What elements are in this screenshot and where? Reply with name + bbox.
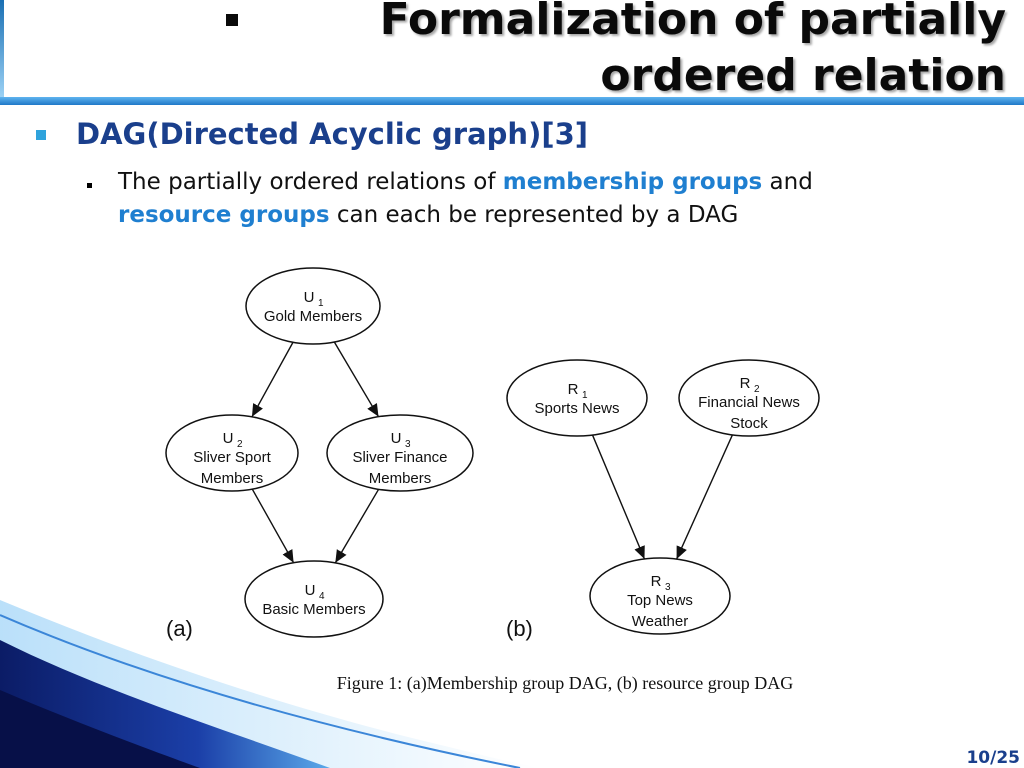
bullet-dag-heading: DAG(Directed Acyclic graph)[3] [76,117,589,151]
node-u4-subscript: 4 [319,591,325,602]
panel-a-label: (a) [166,616,193,641]
sub-bullet-pre: The partially ordered relations of [118,169,503,195]
membership-groups-highlight: membership groups [502,169,763,195]
node-r3-id: R [651,573,662,590]
node-r3-subscript: 3 [665,582,671,593]
node-u3-label-2: Members [369,470,432,487]
panel-b-label: (b) [506,616,533,641]
page-number: 10/25 [966,748,1020,768]
node-u4-label-1: Basic Members [262,601,365,618]
node-r2-label-2: Stock [730,415,768,432]
bullet-square-icon [36,130,46,140]
node-r1-ellipse [506,359,648,437]
node-u3-subscript: 3 [405,439,411,450]
node-u4-id: U [305,582,316,599]
node-u2-label-2: Members [201,470,264,487]
node-u3-label-1: Sliver Finance [352,449,447,466]
node-r3-label-2: Weather [632,613,688,630]
edge-u3-u4 [334,488,380,564]
node-r1-subscript: 1 [582,390,588,401]
node-r3-label-1: Top News [627,592,693,609]
sub-bullet-text: The partially ordered relations of membe… [118,166,998,232]
node-u3-id: U [391,430,402,447]
node-u2-label-1: Sliver Sport [193,449,271,466]
node-u1-ellipse [245,267,381,345]
node-r3-ellipse [589,557,731,635]
node-r2-label-1: Financial News [698,394,800,411]
sub-bullet-mid: and [762,169,813,195]
title-band: Formalization of partially ordered relat… [0,0,1024,101]
node-u2-subscript: 2 [237,439,243,450]
node-r2-id: R [740,375,751,392]
node-r1-label-1: Sports News [534,400,619,417]
title-divider [0,97,1024,105]
edge-u1-u3 [333,341,380,418]
node-u2-ellipse [165,414,299,492]
node-u4-ellipse [244,560,384,638]
edge-u1-u2 [251,341,294,418]
node-u1-subscript: 1 [318,298,324,309]
edge-r1-r3 [591,434,646,560]
edge-u2-u4 [251,488,295,564]
sub-bullet-icon [87,183,92,188]
figure-caption: Figure 1: (a)Membership group DAG, (b) r… [337,673,793,694]
node-r1-id: R [568,381,579,398]
slide-title-line-2: ordered relation [600,50,1006,101]
node-u2-id: U [223,430,234,447]
title-edge-accent [0,0,4,98]
node-r2-ellipse [678,359,820,437]
sub-bullet-post: can each be represented by a DAG [329,202,739,228]
node-r2-subscript: 2 [754,384,760,395]
node-u3-ellipse [326,414,474,492]
slide-title-line-1: Formalization of partially [379,0,1006,45]
node-u1-label-1: Gold Members [264,308,362,325]
resource-groups-highlight: resource groups [118,202,330,228]
node-u1-id: U [304,289,315,306]
title-bullet-icon [226,14,238,26]
edge-r2-r3 [675,434,734,560]
